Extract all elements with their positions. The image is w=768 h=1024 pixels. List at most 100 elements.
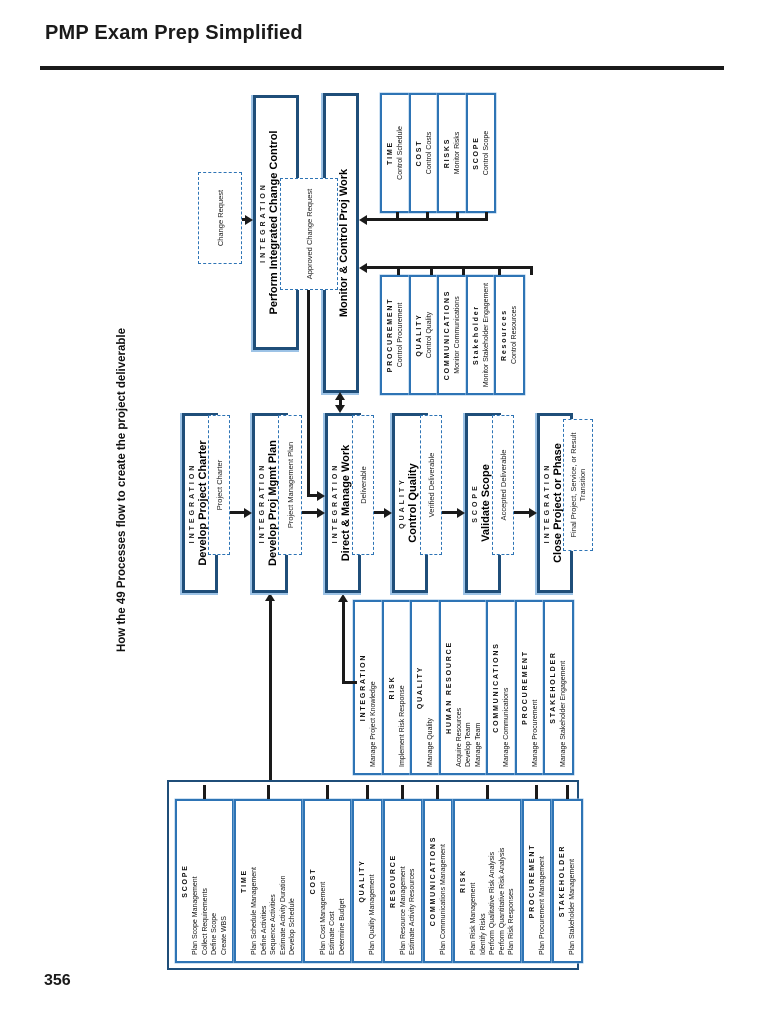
monitoring-right-arrowhead [359,215,367,225]
process-label: Plan Schedule Management [251,867,258,955]
monitoring-process-group: Stakeholder Monitor Stakeholder Engageme… [465,275,496,395]
knowledge-area-header: RISK [388,675,396,700]
process-list: Control Schedule [396,98,406,208]
process-label: Plan Stakeholder Management [569,858,576,955]
comb-stub [462,266,465,275]
process-label: Plan Risk Management [470,882,477,955]
chain-header: INTEGRATION [260,182,267,263]
process-label: Control Costs [425,131,433,175]
process-label: Control Resources [511,306,518,364]
process-list: Control Scope [482,98,492,208]
process-label: Control Procurement [397,302,404,368]
diagram-title: How the 49 Processes flow to create the … [116,327,128,653]
process-label: Monitor Communications [454,296,461,374]
process-label: Control Schedule [397,126,404,180]
process-label: Plan Resource Management [399,866,407,955]
process-label: Define Activities [260,905,268,955]
knowledge-area-header: TIME [387,141,394,165]
knowledge-area-header: QUALITY [415,313,423,357]
process-label: Identify Risks [479,913,487,955]
process-list: Manage Quality [426,605,436,770]
monitoring-group-left: PROCUREMENT Control Procurement QUALITY … [380,275,525,395]
knowledge-area-header: COST [309,867,317,895]
chain-flow-arrowhead [317,508,325,518]
chain-header: SCOPE [472,483,479,523]
chain-title: Monitor & Control Proj Work [338,168,350,318]
feedback-line-horizontal [307,288,310,497]
monitoring-process-group: QUALITY Control Quality [408,275,439,395]
monitoring-process-group: COMMUNICATIONS Monitor Communications [437,275,468,395]
two-way-arrowhead-left [335,405,345,413]
process-label: Manage Project Knowledge [370,681,377,767]
page-number: 356 [44,972,71,989]
comb-stub [530,266,533,275]
accepted-deliverable-artifact: Accepted Deliverable [492,415,514,555]
divider-rule [40,66,724,70]
knowledge-area-header: PROCUREMENT [387,297,394,373]
chain-header: INTEGRATION [544,462,551,544]
monitoring-process-group: RISKS Monitor Risks [437,93,468,213]
knowledge-area-header: TIME [241,869,248,893]
change-request-arrowhead [245,215,253,225]
executing-process-group: INTEGRATION Manage Project Knowledge [353,600,384,775]
process-list: Manage Stakeholder Engagement [559,605,569,770]
executing-process-group: QUALITY Manage Quality [410,600,441,775]
comb-stub [396,212,399,221]
process-label: Manage Team [474,722,482,767]
monitoring-left-arrowhead [359,263,367,273]
chain-header: INTEGRATION [259,462,266,544]
process-list: Monitor Communications [453,280,463,390]
chain-flow-arrowhead [457,508,465,518]
process-label: Determine Budget [338,898,346,955]
monitoring-process-group: Resources Control Resources [494,275,525,395]
knowledge-area-header: SCOPE [182,864,189,898]
knowledge-area-header: COST [415,139,423,167]
process-label: Monitor Risks [454,131,461,175]
chain-title: Control Quality [407,463,419,543]
knowledge-area-header: SCOPE [472,136,480,170]
process-label: Collect Requirements [201,888,209,955]
comb-stub [430,266,433,275]
knowledge-area-header: Stakeholder [472,305,480,365]
knowledge-area-header: PROCUREMENT [521,650,529,725]
page-title: PMP Exam Prep Simplified [45,22,303,44]
process-label: Develop Team [465,722,472,767]
executing-process-group: RISK Implement Risk Response [381,600,412,775]
planning-flow-arrowhead [265,593,275,601]
comb-stub [485,212,488,221]
process-label: Control Quality [425,311,433,359]
final-product-artifact: Final Project, Service, or Result Transi… [563,419,593,551]
process-list: Control Resources [510,280,520,390]
verified-deliverable-artifact: Verified Deliverable [420,415,442,555]
comb-stub [498,266,501,275]
chain-flow-line [514,511,530,514]
process-label: Perform Qualitative Risk Analysis [489,851,496,955]
executing-connector-stub [343,681,357,684]
chain-flow-line [442,511,458,514]
process-label: Estimate Activity Duration [279,875,287,955]
knowledge-area-header: STAKEHOLDER [559,844,566,918]
knowledge-area-header: QUALITY [359,859,366,903]
project-management-plan-artifact: Project Management Plan [278,415,302,555]
deliverable-artifact: Deliverable [352,415,374,555]
knowledge-area-header: RISK [460,869,467,893]
process-list: Manage Communications [502,605,512,770]
monitoring-process-group: SCOPE Control Scope [465,93,496,213]
chain-header: INTEGRATION [189,462,196,544]
process-label: Manage Stakeholder Engagement [560,660,567,767]
planning-flow-line [269,599,272,780]
planning-process-group: QUALITY Plan Quality Management [352,799,383,963]
process-label: Perform Quantitative Risk Analysis [498,847,506,955]
process-label: Plan Scope Management [192,876,199,955]
process-list: Control Procurement [396,280,406,390]
process-list: Monitor Stakeholder Engagement [482,280,492,390]
chain-flow-line [302,511,318,514]
process-list: Plan Procurement Management [538,804,548,958]
process-label: Create WBS [220,916,228,955]
